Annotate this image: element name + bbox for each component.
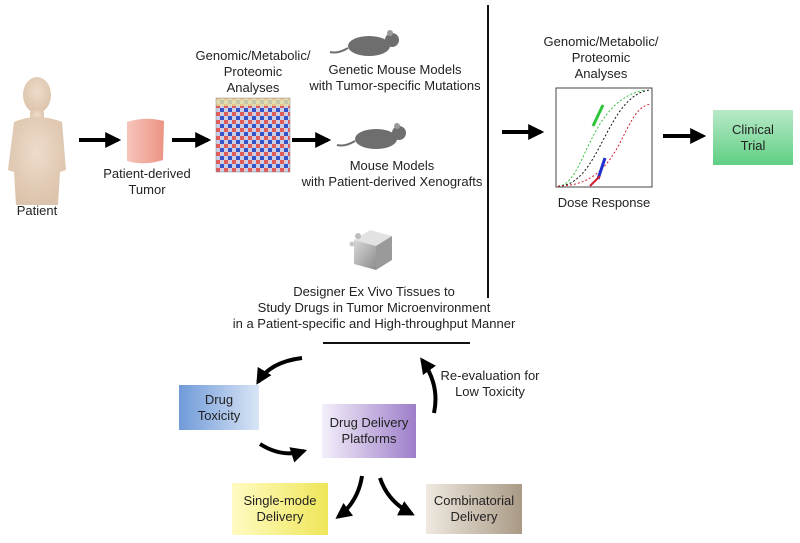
- single-mode-delivery-box: Single-mode Delivery: [232, 483, 328, 535]
- tumor-tissue-icon: [127, 118, 164, 164]
- mouse-icon: [336, 123, 406, 149]
- xenograft-mouse-models-label: Mouse Models with Patient-derived Xenogr…: [301, 158, 483, 189]
- dose-response-plot-icon: [555, 87, 653, 188]
- clinical-trial-box: Clinical Trial: [713, 110, 793, 165]
- genetic-mouse-models-label: Genetic Mouse Models with Tumor-specific…: [309, 62, 481, 93]
- reevaluation-label: Re-evaluation for Low Toxicity: [440, 368, 540, 399]
- arrow-to-single-mode: [335, 475, 364, 519]
- combinatorial-delivery-box: Combinatorial Delivery: [426, 484, 522, 534]
- patient-silhouette-icon: [8, 77, 66, 205]
- ex-vivo-tissues-label: Designer Ex Vivo Tissues to Study Drugs …: [232, 284, 516, 331]
- analyses-label-right: Genomic/Metabolic/ Proteomic Analyses: [543, 34, 659, 81]
- patient-label: Patient: [16, 203, 58, 218]
- drug-toxicity-box: Drug Toxicity: [179, 385, 259, 430]
- tissue-cube-icon: [349, 230, 392, 270]
- arrow-to-drug-toxicity: [256, 356, 303, 385]
- drug-delivery-box: Drug Delivery Platforms: [322, 404, 416, 458]
- arrow-to-reevaluation: [420, 357, 438, 414]
- heatmap-icon: [215, 97, 291, 173]
- arrow-to-combinatorial: [378, 477, 415, 516]
- analyses-label-left: Genomic/Metabolic/ Proteomic Analyses: [195, 48, 311, 95]
- mouse-icon: [329, 30, 399, 56]
- dose-response-label: Dose Response: [557, 195, 651, 210]
- tumor-label: Patient-derived Tumor: [103, 166, 191, 197]
- arrow-to-drug-delivery: [258, 442, 308, 463]
